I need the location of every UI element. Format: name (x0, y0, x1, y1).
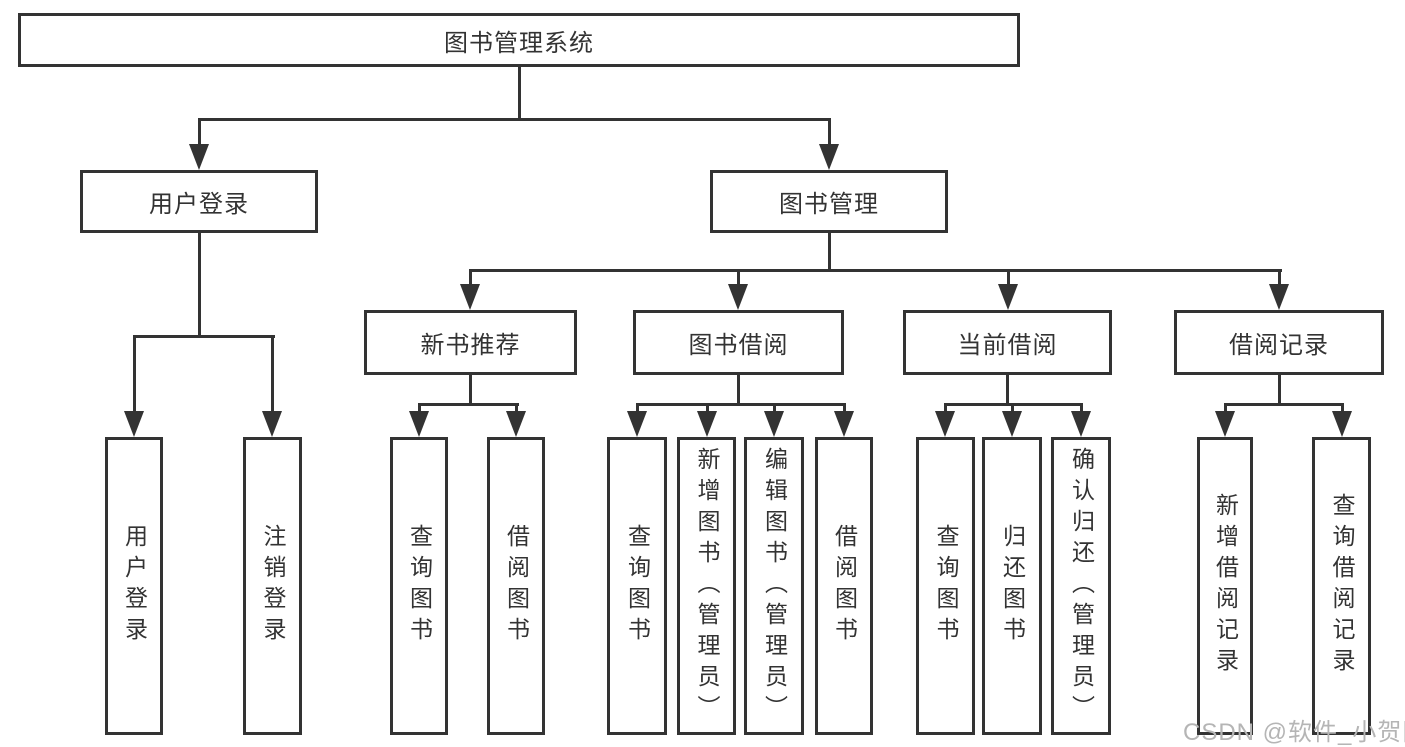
connector-current-stub-1 (944, 403, 947, 417)
arrowhead-icon (189, 144, 209, 170)
arrowhead-icon (834, 411, 854, 437)
connector-bookmgmt-vline (828, 233, 831, 272)
node-new-book-recommend: 新书推荐 (364, 310, 577, 375)
node-current-borrowing: 当前借阅 (903, 310, 1112, 375)
connector-records-stub-2 (1341, 403, 1344, 417)
leaf-borrowing-add-books-admin: 新增图书（管理员） (677, 437, 736, 735)
connector-newbook-stub-2 (515, 403, 518, 417)
connector-root-stub-left (198, 118, 201, 148)
connector-userlogin-hline (133, 335, 275, 338)
arrowhead-icon (728, 284, 748, 310)
arrowhead-icon (1215, 411, 1235, 437)
arrowhead-icon (262, 411, 282, 437)
leaf-borrowing-query-books: 查询图书 (607, 437, 667, 735)
connector-borrowing-hline (636, 403, 846, 406)
connector-root-hline (198, 118, 831, 121)
arrowhead-icon (764, 411, 784, 437)
connector-root-stub-right (828, 118, 831, 148)
node-root: 图书管理系统 (18, 13, 1020, 67)
arrowhead-icon (1332, 411, 1352, 437)
connector-root-vline (518, 67, 521, 120)
connector-current-stub-2 (1011, 403, 1014, 417)
connector-userlogin-stub-2 (271, 335, 274, 415)
arrowhead-icon (998, 284, 1018, 310)
arrowhead-icon (935, 411, 955, 437)
connector-current-stub-3 (1080, 403, 1083, 417)
node-book-borrowing: 图书借阅 (633, 310, 844, 375)
connector-bookmgmt-stub-3 (1007, 269, 1010, 289)
connector-records-vline (1278, 375, 1281, 406)
leaf-records-add-record: 新增借阅记录 (1197, 437, 1253, 735)
connector-bookmgmt-hline (469, 269, 1282, 272)
connector-records-hline (1224, 403, 1344, 406)
connector-records-stub-1 (1224, 403, 1227, 417)
connector-newbook-vline (469, 375, 472, 406)
connector-newbook-hline (418, 403, 519, 406)
connector-borrowing-stub-1 (636, 403, 639, 417)
arrowhead-icon (1071, 411, 1091, 437)
connector-userlogin-stub-1 (133, 335, 136, 415)
arrowhead-icon (627, 411, 647, 437)
connector-borrowing-vline (737, 375, 740, 406)
leaf-newbook-borrow-books: 借阅图书 (487, 437, 545, 735)
connector-borrowing-stub-3 (773, 403, 776, 417)
arrowhead-icon (697, 411, 717, 437)
leaf-current-confirm-return-admin: 确认归还（管理员） (1051, 437, 1111, 735)
leaf-user-login: 用户登录 (105, 437, 163, 735)
leaf-newbook-query-books: 查询图书 (390, 437, 448, 735)
connector-bookmgmt-stub-1 (469, 269, 472, 289)
arrowhead-icon (1002, 411, 1022, 437)
connector-bookmgmt-stub-4 (1278, 269, 1281, 289)
connector-borrowing-stub-2 (706, 403, 709, 417)
leaf-logout-login: 注销登录 (243, 437, 302, 735)
arrowhead-icon (409, 411, 429, 437)
arrowhead-icon (460, 284, 480, 310)
connector-bookmgmt-stub-2 (737, 269, 740, 289)
leaf-current-query-books: 查询图书 (916, 437, 975, 735)
connector-borrowing-stub-4 (843, 403, 846, 417)
leaf-borrowing-edit-books-admin: 编辑图书（管理员） (744, 437, 804, 735)
node-borrowing-records: 借阅记录 (1174, 310, 1384, 375)
leaf-records-query-record: 查询借阅记录 (1312, 437, 1371, 735)
leaf-borrowing-borrow-books: 借阅图书 (815, 437, 873, 735)
connector-newbook-stub-1 (418, 403, 421, 417)
arrowhead-icon (124, 411, 144, 437)
csdn-watermark: CSDN @软件_小贺同学 (1183, 719, 1405, 746)
node-book-management: 图书管理 (710, 170, 948, 233)
connector-userlogin-vline (198, 233, 201, 337)
arrowhead-icon (506, 411, 526, 437)
node-user-login: 用户登录 (80, 170, 318, 233)
arrowhead-icon (1269, 284, 1289, 310)
leaf-current-return-books: 归还图书 (982, 437, 1042, 735)
arrowhead-icon (819, 144, 839, 170)
connector-current-vline (1006, 375, 1009, 406)
